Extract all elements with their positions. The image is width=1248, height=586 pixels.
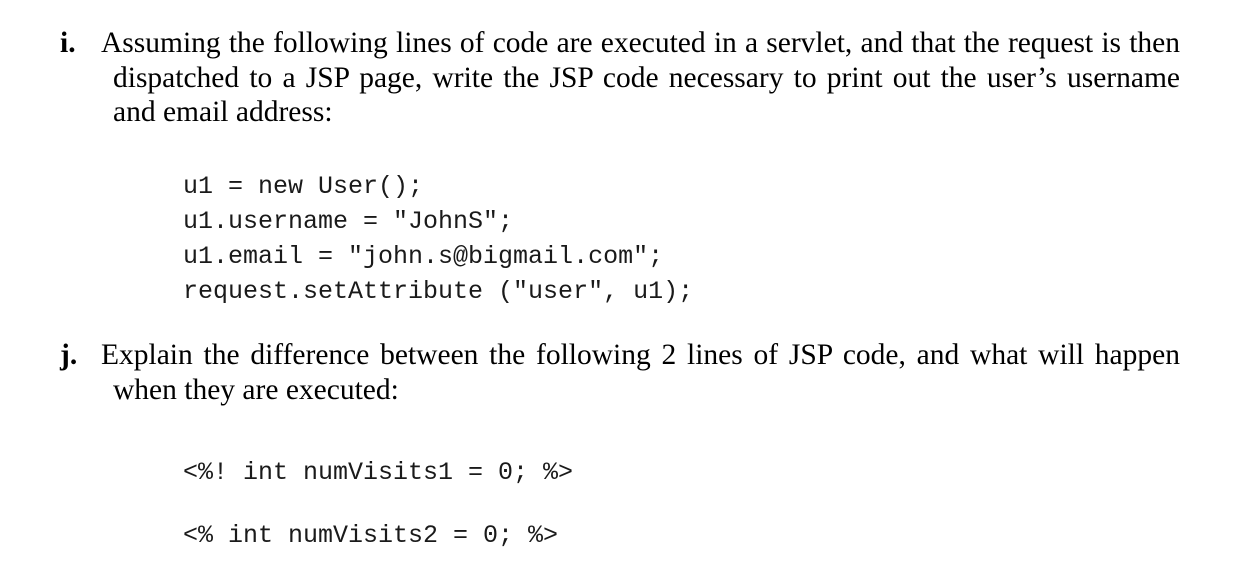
code-line: <%! int numVisits1 = 0; %>	[183, 458, 574, 487]
question-j-code-block: <%! int numVisits1 = 0; %> <% int numVis…	[60, 441, 1180, 567]
question-j-text-block: j. Explain the difference between the fol…	[60, 338, 1180, 407]
question-j-letter: j.	[60, 339, 78, 371]
code-line: u1.email = "john.s@bigmail.com";	[183, 241, 664, 271]
question-i-letter: i.	[60, 27, 76, 59]
code-line: u1 = new User();	[183, 171, 424, 201]
code-line: u1.username = "JohnS";	[183, 206, 514, 236]
question-i-text: Assuming the following lines of code are…	[101, 27, 1180, 128]
code-line: <% int numVisits2 = 0; %>	[183, 521, 559, 550]
question-i-code-block: u1 = new User(); u1.username = "JohnS"; …	[60, 169, 1180, 309]
question-j: j. Explain the difference between the fol…	[60, 338, 1180, 567]
question-i-text-block: i. Assuming the following lines of code a…	[60, 26, 1180, 130]
question-j-text: Explain the difference between the follo…	[101, 339, 1180, 406]
question-i: i. Assuming the following lines of code a…	[60, 26, 1180, 309]
code-line: request.setAttribute ("user", u1);	[183, 276, 694, 306]
